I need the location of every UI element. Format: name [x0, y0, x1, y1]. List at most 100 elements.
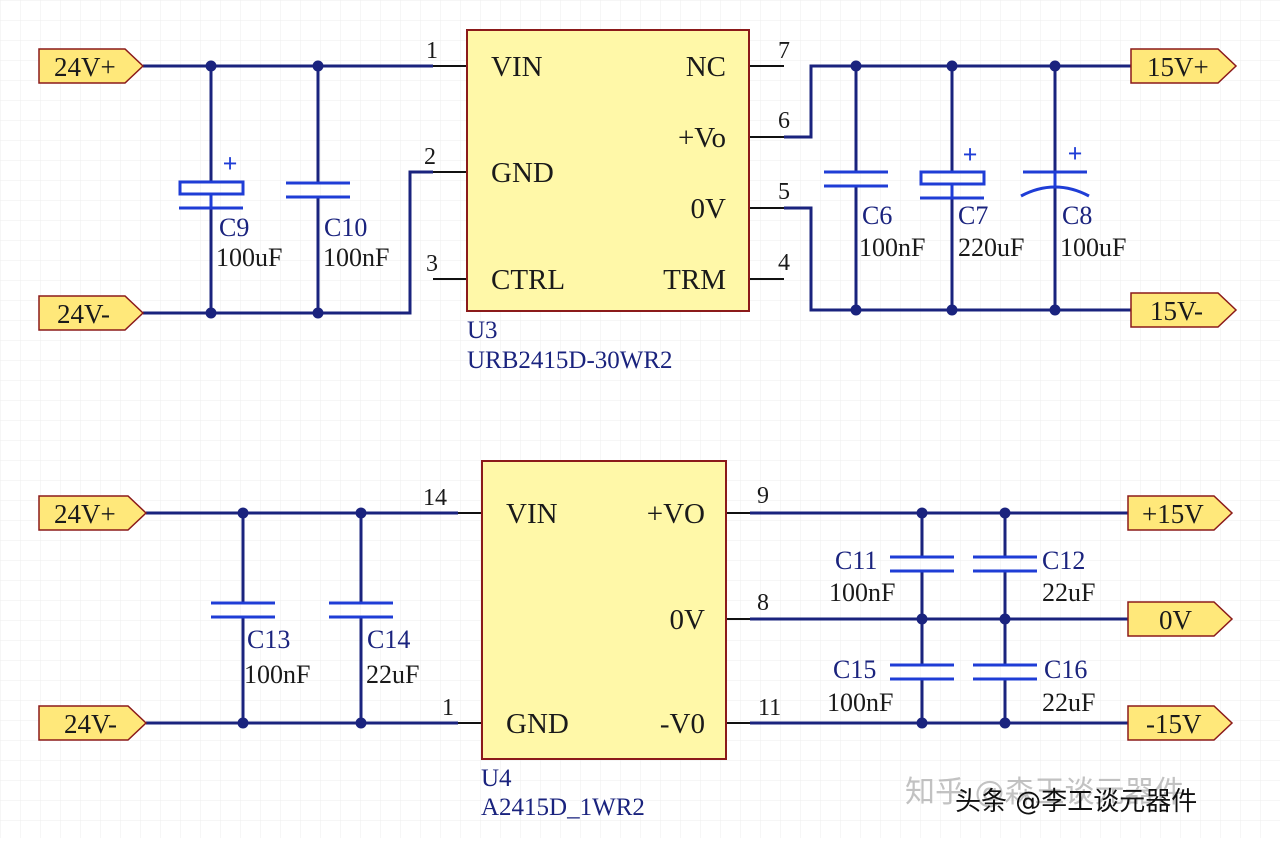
c15-symbol[interactable]	[890, 663, 954, 681]
u3-pin-num-1: 1	[426, 38, 438, 64]
junction-dot	[355, 507, 367, 519]
c16-value: 22uF	[1042, 688, 1095, 717]
c8-plus-mark: +	[1068, 139, 1083, 168]
u3-pin-name-vo: +Vo	[678, 122, 726, 154]
port-bot-24v-pos[interactable]	[38, 495, 148, 531]
wire-top-15v-neg	[784, 206, 1131, 312]
c13-value: 100nF	[244, 660, 310, 689]
port-bot-0v-label: 0V	[1159, 605, 1193, 635]
u4-pin-names: VIN GND +VO 0V -V0	[506, 498, 705, 740]
junction-dot	[916, 717, 928, 729]
port-bot-24v-pos-label: 24V+	[54, 499, 116, 529]
junction-dot	[999, 613, 1011, 625]
u4-pin-num-1: 1	[442, 695, 454, 721]
port-top-15v-neg[interactable]	[1130, 292, 1238, 328]
junction-dot	[312, 307, 324, 319]
port-top-15v-pos[interactable]	[1130, 48, 1238, 84]
c13-ref: C13	[247, 625, 290, 654]
u4-pin-num-11: 11	[758, 695, 781, 721]
u4-pin-name-vin: VIN	[506, 498, 558, 530]
c13-symbol[interactable]	[211, 601, 275, 619]
c7-ref: C7	[958, 201, 988, 230]
c15-value: 100nF	[827, 688, 893, 717]
c8-ref: C8	[1062, 201, 1092, 230]
junction-dot	[850, 60, 862, 72]
u3-pin-num-4: 4	[778, 250, 790, 276]
u4-pin-name-nvo: -V0	[660, 708, 705, 740]
junction-dot	[1049, 304, 1061, 316]
port-bot-n15v[interactable]	[1127, 705, 1234, 741]
c11-symbol[interactable]	[890, 555, 954, 573]
u3-pin-num-5: 5	[778, 179, 790, 205]
port-top-15v-pos-label: 15V+	[1147, 52, 1209, 82]
c10-value: 100nF	[323, 243, 389, 272]
c12-ref: C12	[1042, 546, 1085, 575]
junction-dot	[999, 507, 1011, 519]
junction-dot	[312, 60, 324, 72]
c12-symbol[interactable]	[973, 555, 1037, 573]
c14-symbol[interactable]	[329, 601, 393, 619]
u4-pin-num-8: 8	[757, 590, 769, 616]
c8-value: 100uF	[1060, 233, 1126, 262]
u3-pin-numbers: 1 2 3 7 6 5 4	[424, 38, 790, 277]
c6-value: 100nF	[859, 233, 925, 262]
c14-value: 22uF	[366, 660, 419, 689]
junction-dot	[355, 717, 367, 729]
c7-symbol[interactable]	[919, 170, 986, 200]
c9-value: 100uF	[216, 243, 282, 272]
c8-symbol[interactable]	[1020, 170, 1090, 198]
u3-pin-name-nc: NC	[686, 51, 726, 83]
u3-pin-name-gnd: GND	[491, 157, 554, 189]
port-bot-n15v-label: -15V	[1146, 709, 1202, 739]
u3-pin-num-6: 6	[778, 108, 790, 134]
capacitors	[178, 170, 1090, 681]
watermark-front: 头条 @李工谈元器件	[955, 787, 1197, 817]
c7-value: 220uF	[958, 233, 1024, 262]
c16-symbol[interactable]	[973, 663, 1037, 681]
c14-ref: C14	[367, 625, 410, 654]
junction-dot	[916, 613, 928, 625]
c9-plus-mark: +	[223, 149, 238, 178]
u4-pin-name-gnd: GND	[506, 708, 569, 740]
c11-ref: C11	[835, 546, 877, 575]
watermark-back: 知乎 @森王谈元器件	[905, 775, 1185, 810]
junction-dot	[946, 60, 958, 72]
c9-symbol[interactable]	[178, 180, 245, 210]
junction-dot	[916, 507, 928, 519]
junction-dot	[1049, 60, 1061, 72]
port-bot-0v[interactable]	[1127, 601, 1234, 637]
u3-designator: U3	[467, 317, 498, 344]
u3-pin-num-2: 2	[424, 144, 436, 170]
port-top-24v-pos[interactable]	[38, 48, 145, 84]
c6-ref: C6	[862, 201, 892, 230]
u3-pin-name-ctrl: CTRL	[491, 264, 565, 296]
u4-pin-name-0v: 0V	[670, 604, 706, 636]
c6-symbol[interactable]	[824, 170, 888, 188]
junction-dot	[946, 304, 958, 316]
c10-symbol[interactable]	[286, 181, 350, 199]
wire-top-24v-neg	[143, 170, 433, 315]
u4-designator: U4	[481, 765, 512, 792]
junction-dot	[999, 717, 1011, 729]
u3-body[interactable]	[466, 29, 750, 312]
c12-value: 22uF	[1042, 578, 1095, 607]
port-bot-p15v[interactable]	[1127, 495, 1234, 531]
u3-part-number: URB2415D-30WR2	[467, 347, 673, 374]
junction-dot	[205, 60, 217, 72]
polarity-marks: + + +	[223, 139, 1083, 178]
u4-part-number: A2415D_1WR2	[481, 794, 645, 821]
c7-plus-mark: +	[963, 140, 978, 169]
u3-pin-name-0v: 0V	[691, 193, 727, 225]
port-bot-24v-neg[interactable]	[38, 705, 148, 741]
junction-dot	[237, 717, 249, 729]
port-top-24v-neg[interactable]	[38, 295, 145, 331]
wires	[143, 64, 1131, 725]
pins	[433, 65, 784, 724]
port-bot-p15v-label: +15V	[1142, 499, 1204, 529]
u4-pin-numbers: 14 1 9 8 11	[423, 483, 781, 721]
u4-body[interactable]	[481, 460, 727, 760]
port-top-15v-neg-label: 15V-	[1150, 296, 1203, 326]
u3-pin-name-trm: TRM	[663, 264, 726, 296]
